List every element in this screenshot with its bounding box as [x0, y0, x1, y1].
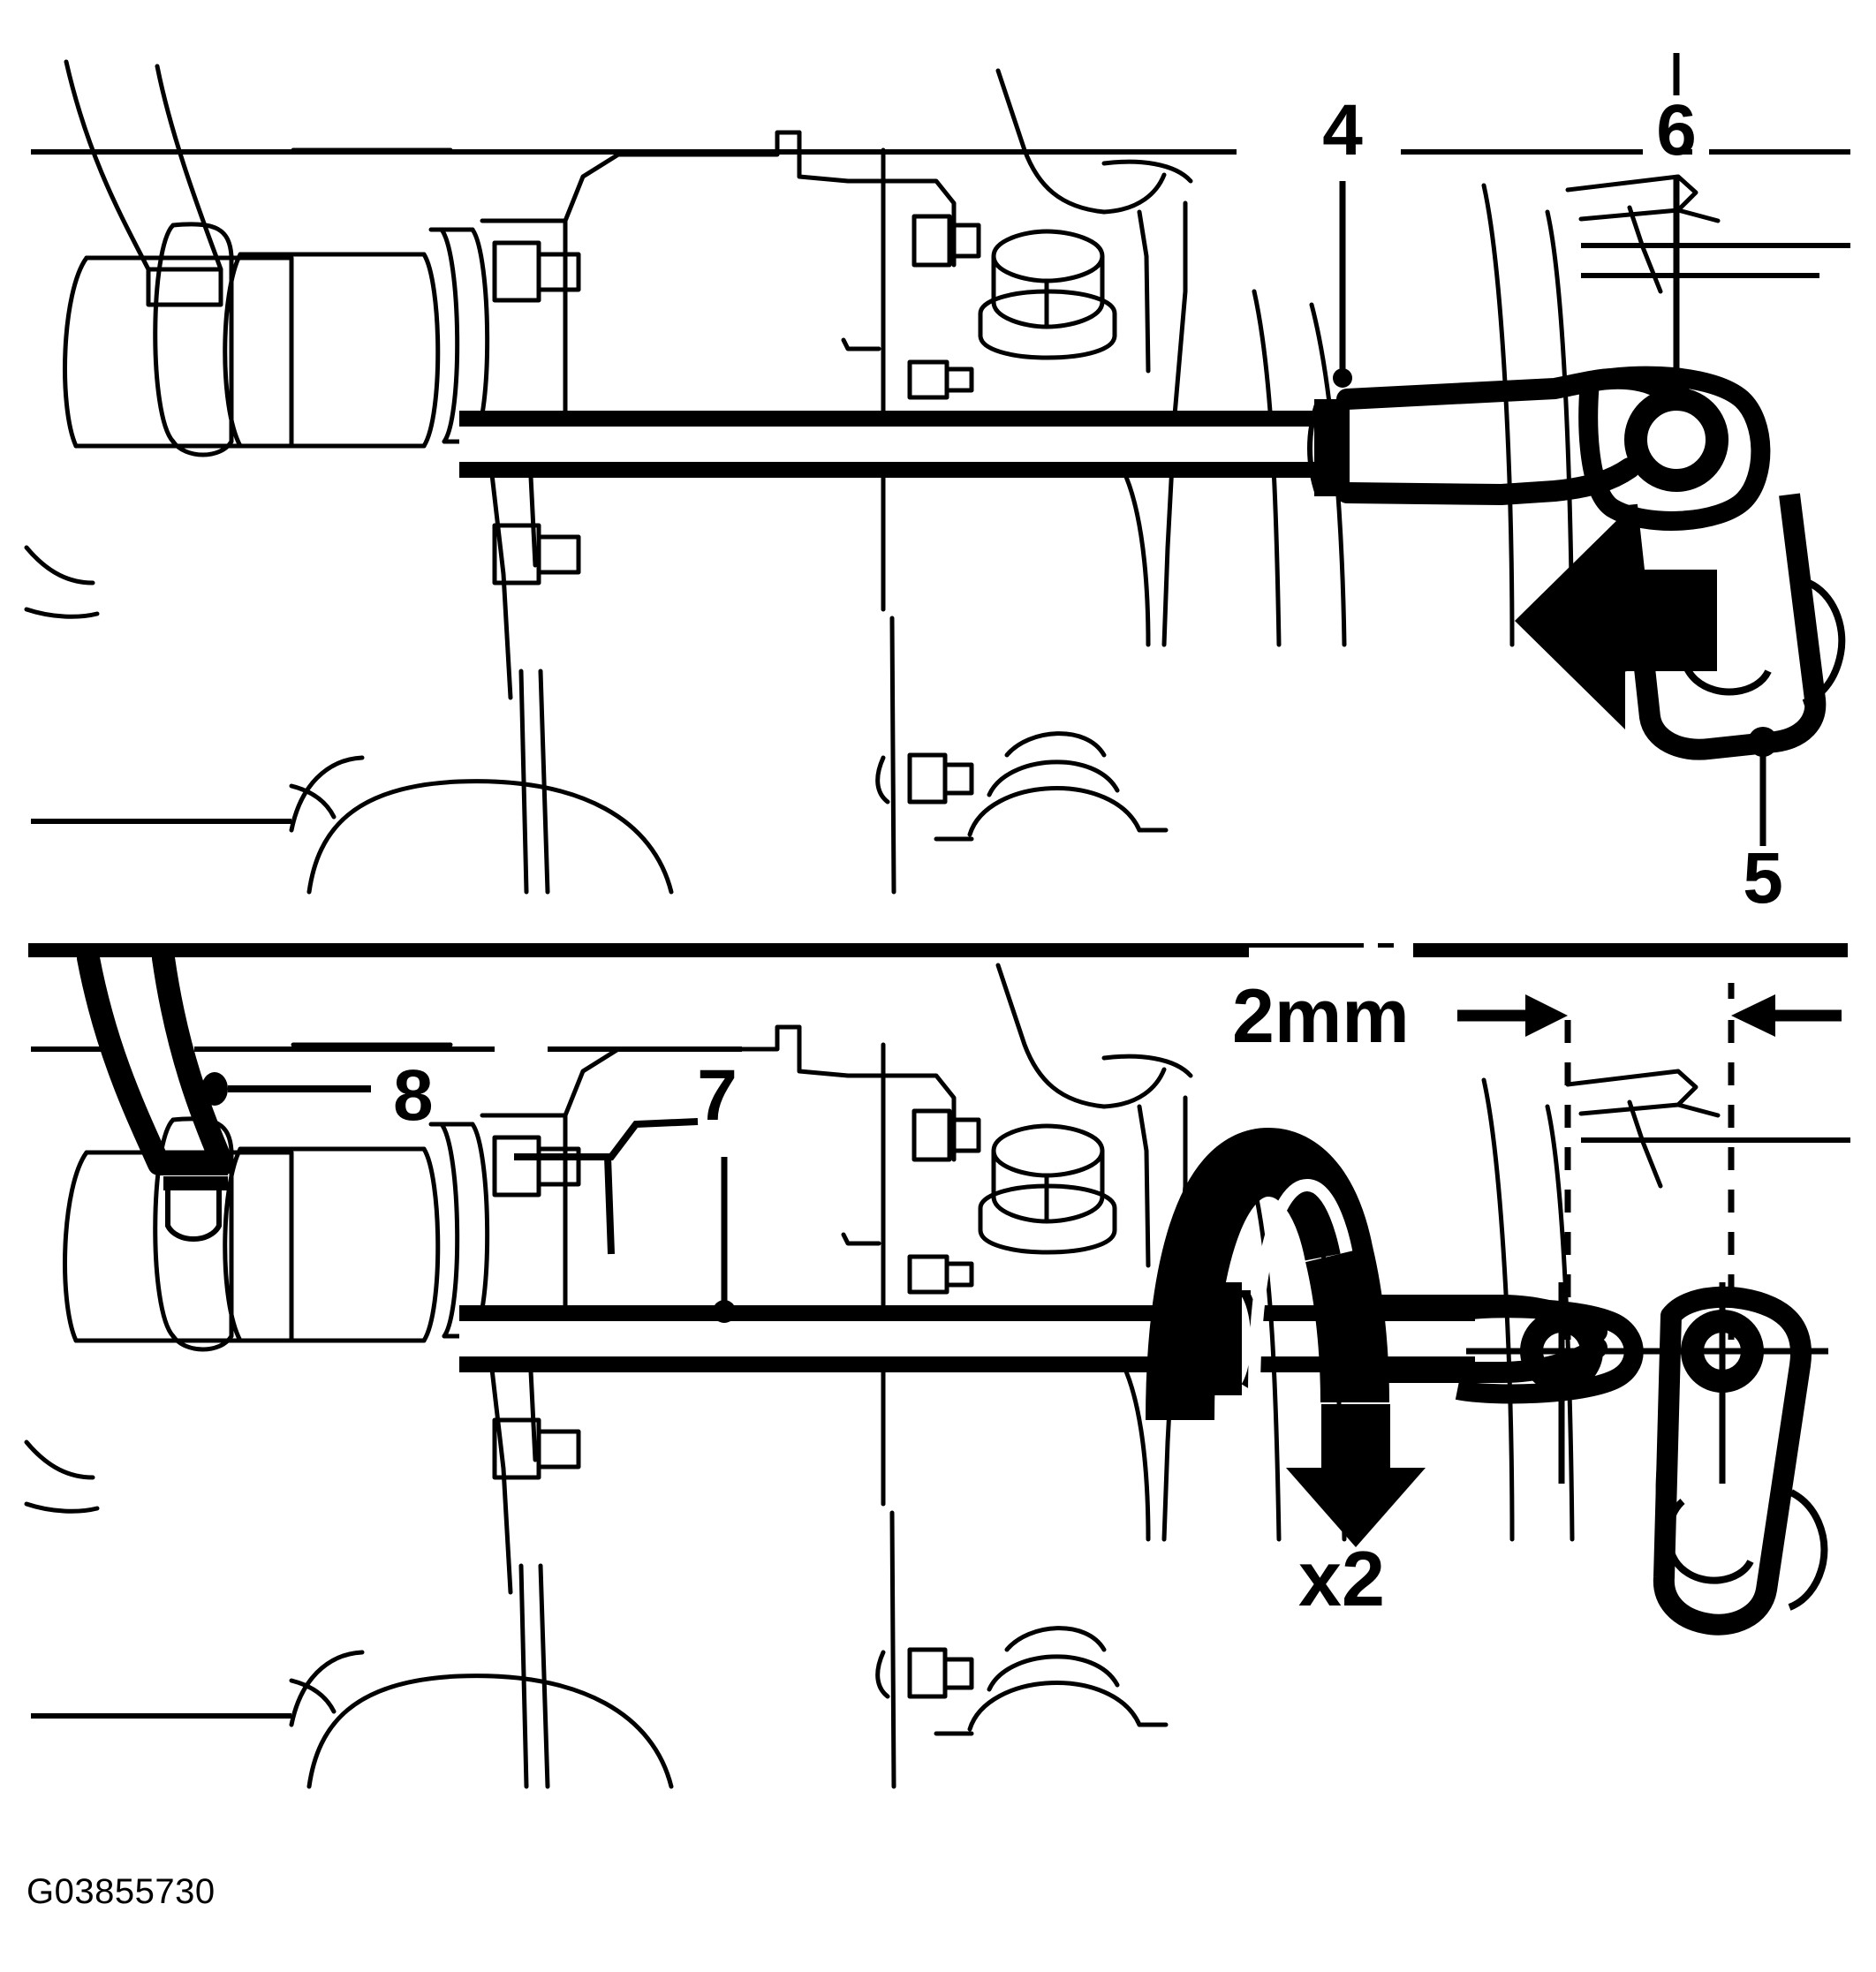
dimension-arrowhead-left — [1731, 994, 1775, 1037]
rotation-arrow-x2: x2 — [1146, 1127, 1426, 1622]
pivot-hole-upper — [1624, 388, 1728, 492]
callout-4: 4 — [1322, 90, 1363, 388]
callout-7-bent-leader — [514, 1118, 699, 1160]
callout-6-dot — [1662, 369, 1691, 397]
callout-8-dot — [201, 1072, 228, 1106]
dimension-arrowhead-right — [1525, 994, 1568, 1037]
dimension-extension-lines — [1564, 1020, 1735, 1342]
callout-7-dot — [713, 1300, 736, 1323]
panel-divider — [28, 943, 1848, 957]
callout-4-label: 4 — [1322, 90, 1363, 170]
callout-5: 5 — [1743, 727, 1783, 918]
lower-engine-background — [24, 963, 1721, 1789]
callout-7-drop-leader — [604, 1156, 615, 1255]
dimension-2mm-label: 2mm — [1232, 974, 1410, 1059]
lower-panel: 2mm x2 8 7 — [24, 947, 1850, 1789]
rotation-x2-label: x2 — [1298, 1535, 1385, 1622]
callout-4-dot — [1333, 368, 1352, 388]
callout-5-label: 5 — [1743, 838, 1783, 918]
actuator-rod — [459, 399, 1350, 496]
callout-7: 7 — [514, 1055, 738, 1323]
callout-8-label: 8 — [393, 1055, 434, 1136]
push-left-block-arrow — [1515, 512, 1717, 729]
callout-6: 6 — [1656, 53, 1697, 397]
callout-7-label: 7 — [697, 1055, 738, 1136]
callout-8: 8 — [201, 1055, 434, 1136]
upper-reference-rules — [31, 149, 1850, 824]
vacuum-hose — [77, 947, 234, 1242]
callout-6-label: 6 — [1656, 90, 1697, 170]
adjustment-rod — [459, 1282, 1475, 1395]
dimension-2mm: 2mm — [1232, 974, 1842, 1059]
figure-id-caption: G03855730 — [26, 1872, 216, 1911]
rotation-arrowhead — [1286, 1404, 1426, 1547]
upper-panel: 4 6 5 — [24, 53, 1850, 918]
lower-reference-rules — [31, 1046, 1850, 1719]
lower-rod-end-and-lever — [1367, 1282, 1828, 1636]
callout-5-dot — [1748, 727, 1778, 757]
